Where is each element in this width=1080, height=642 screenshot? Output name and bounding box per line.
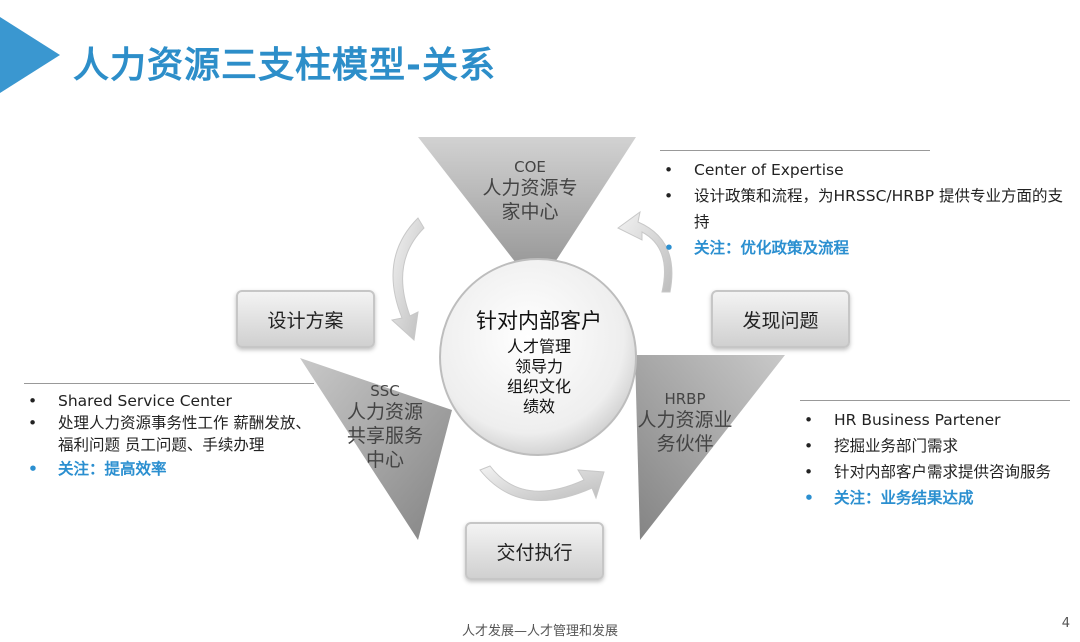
- hrbp-info-divider: [800, 400, 1070, 401]
- center-circle: [439, 258, 637, 456]
- design-plan-box: 设计方案: [236, 290, 375, 348]
- hrbp-info-item: •HR Business Partener: [804, 411, 1001, 429]
- hrbp-code: HRBP: [664, 390, 706, 408]
- hrbp-info-item: •针对内部客户需求提供咨询服务: [804, 463, 1052, 481]
- hrbp-name-line1: 人力资源业: [637, 409, 733, 431]
- coe-info-item: •Center of Expertise: [664, 161, 844, 179]
- hrbp-info-item: •挖掘业务部门需求: [804, 437, 959, 455]
- coe-name-line1: 人力资源专: [482, 177, 578, 199]
- ssc-info-divider: [24, 383, 314, 384]
- title-arrow-icon: [0, 17, 60, 93]
- ssc-info: •Shared Service Center •处理人力资源事务性工作 薪酬发放…: [24, 383, 324, 482]
- hrbp-label: HRBP 人力资源业 务伙伴: [625, 390, 745, 456]
- hrbp-info: •HR Business Partener •挖掘业务部门需求 •针对内部客户需…: [800, 400, 1070, 511]
- page-title: 人力资源三支柱模型-关系: [73, 45, 496, 86]
- ssc-name-line1: 人力资源: [346, 401, 423, 423]
- ssc-label: SSC 人力资源 共享服务 中心: [330, 382, 440, 472]
- curved-arrow-left-icon: [390, 217, 425, 342]
- center-item-leadership: 领导力: [514, 357, 563, 376]
- center-item-talent: 人才管理: [506, 337, 571, 356]
- footer: 人才发展—人才管理和发展: [461, 624, 618, 639]
- ssc-info-item: •Shared Service Center: [28, 392, 232, 410]
- ssc-code: SSC: [370, 382, 400, 400]
- ssc-info-item: •处理人力资源事务性工作 薪酬发放、福利问题 员工问题、手续办理: [28, 414, 311, 454]
- center-item-culture: 组织文化: [506, 377, 571, 396]
- hrbp-info-focus: •关注：业务结果达成: [804, 489, 974, 507]
- curved-arrow-right-icon: [617, 210, 673, 293]
- hrbp-triangle: [635, 355, 785, 540]
- discover-problem-box: 发现问题: [711, 290, 850, 348]
- deliver-execute-box: 交付执行: [465, 522, 604, 580]
- coe-info: •Center of Expertise •设计政策和流程，为HRSSC/HRB…: [660, 150, 1070, 261]
- coe-label: COE 人力资源专 家中心: [460, 158, 600, 224]
- hrbp-name-line2: 务伙伴: [656, 433, 714, 455]
- coe-triangle: [418, 137, 636, 290]
- center-item-performance: 绩效: [522, 397, 555, 416]
- page-number: 4: [1061, 616, 1070, 631]
- coe-info-divider: [660, 150, 930, 151]
- coe-name-line2: 家中心: [501, 201, 559, 223]
- center-content: 针对内部客户 人才管理 领导力 组织文化 绩效: [445, 305, 633, 417]
- coe-info-focus: •关注：优化政策及流程: [664, 239, 850, 257]
- center-title: 针对内部客户: [476, 309, 602, 333]
- coe-info-item: •设计政策和流程，为HRSSC/HRBP 提供专业方面的支持: [664, 187, 1063, 231]
- ssc-name-line3: 中心: [365, 449, 404, 471]
- ssc-name-line2: 共享服务: [346, 425, 423, 447]
- ssc-triangle: [300, 358, 452, 540]
- ssc-info-focus: •关注：提高效率: [28, 460, 167, 478]
- coe-code: COE: [514, 158, 546, 176]
- curved-arrow-bottom-icon: [479, 465, 605, 501]
